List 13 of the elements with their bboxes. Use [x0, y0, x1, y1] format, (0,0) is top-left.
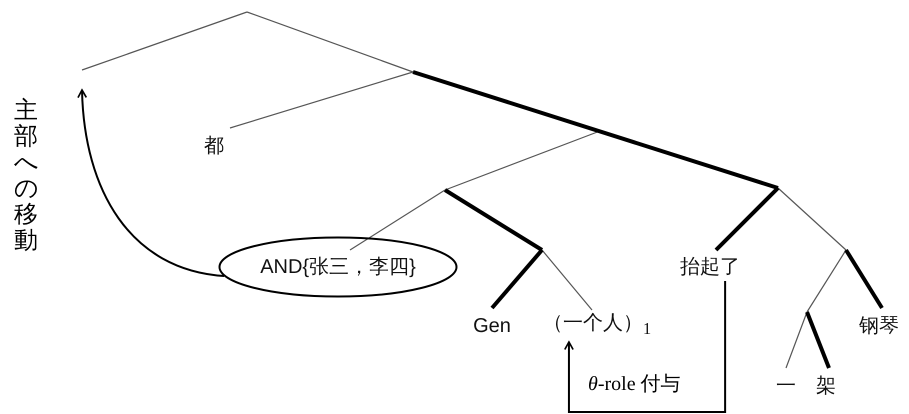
word-label: 架 [816, 374, 836, 398]
word-label: 一 [776, 374, 796, 398]
edge-label: 主部への移動 [14, 98, 38, 254]
word-label: Gen [473, 314, 511, 338]
arrow [77, 89, 224, 277]
word-label: 都 [204, 134, 224, 158]
word-label: 钢琴 [859, 314, 899, 338]
ellipse-node [218, 236, 458, 298]
word-label: （一个人）$_{1}$ [542, 311, 652, 340]
edge-label: θ-role 付与 [588, 372, 681, 396]
node-text: AND{张三，李四} [260, 255, 416, 279]
word-label: 抬起了 [680, 255, 740, 279]
arrow [564, 281, 726, 413]
